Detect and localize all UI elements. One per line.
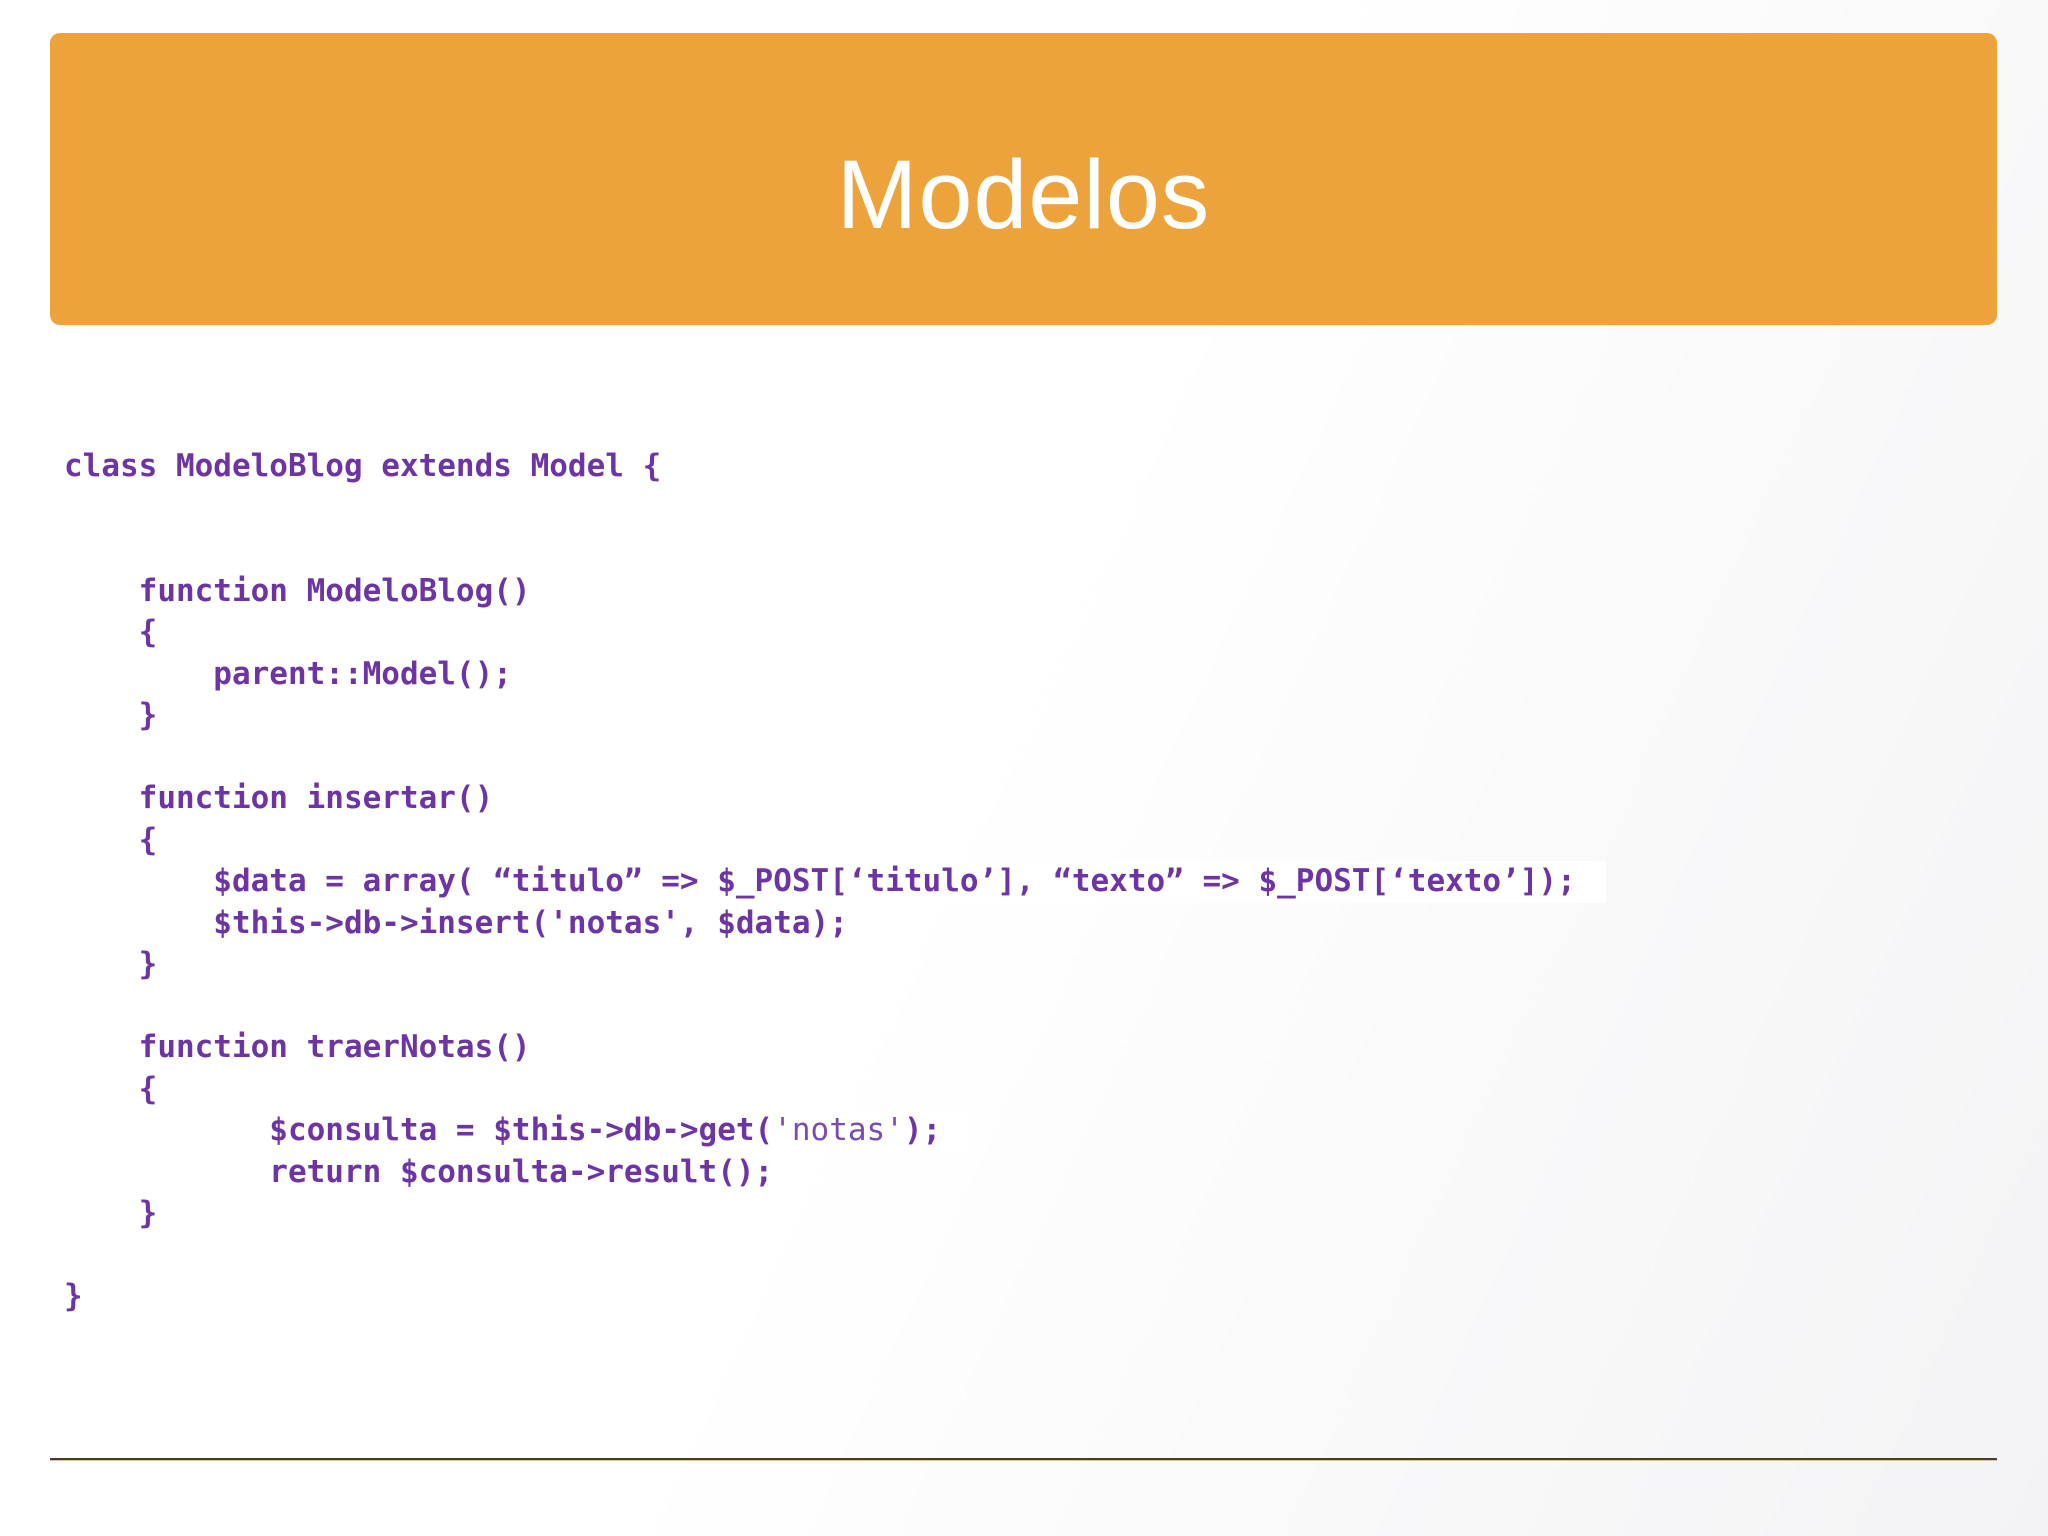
- code-block: class ModeloBlog extends Model { functio…: [64, 446, 1606, 1318]
- code-line: $data = array( “titulo” => $_POST[‘titul…: [64, 861, 1606, 903]
- code-line: function traerNotas(): [64, 1027, 1606, 1069]
- code-line: }: [64, 1276, 1606, 1318]
- code-line: {: [64, 1068, 1606, 1110]
- code-line: }: [64, 695, 1606, 737]
- code-line: function insertar(): [64, 778, 1606, 820]
- code-line: {: [64, 819, 1606, 861]
- code-line: [64, 986, 1606, 1028]
- code-line: $this->db->insert('notas', $data);: [64, 902, 1606, 944]
- code-line: class ModeloBlog extends Model {: [64, 446, 1606, 488]
- code-line: }: [64, 1193, 1606, 1235]
- footer-divider: [50, 1458, 1997, 1461]
- title-banner: Modelos: [50, 33, 1997, 325]
- code-line: [64, 1235, 1606, 1277]
- code-line: $consulta = $this->db->get('notas');: [64, 1110, 1606, 1152]
- code-line: [64, 529, 1606, 571]
- code-line: parent::Model();: [64, 653, 1606, 695]
- code-line: [64, 488, 1606, 530]
- code-line: function ModeloBlog(): [64, 570, 1606, 612]
- code-line: [64, 737, 1606, 779]
- code-line: return $consulta->result();: [64, 1151, 1606, 1193]
- slide-title: Modelos: [836, 139, 1211, 249]
- code-line: {: [64, 612, 1606, 654]
- code-line: }: [64, 944, 1606, 986]
